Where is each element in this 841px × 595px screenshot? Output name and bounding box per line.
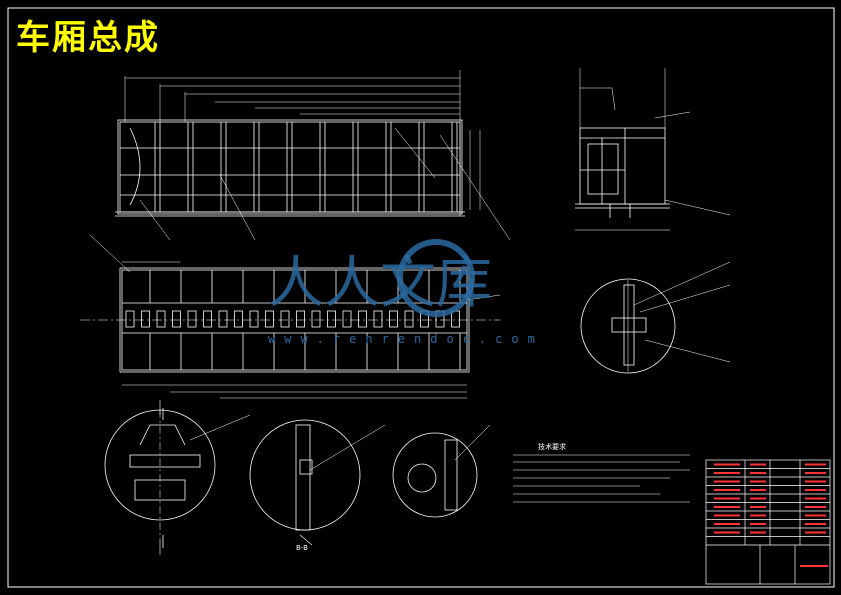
plan-view-bolt — [280, 310, 290, 328]
watermark-url: www.renrendoc.com — [268, 332, 544, 346]
title-block — [705, 459, 831, 585]
plan-view-bolt — [141, 310, 150, 328]
plan-view-bolt — [404, 310, 414, 328]
plan-view-bolt — [234, 310, 243, 328]
side-view-top — [115, 70, 511, 241]
plan-view-bolt — [265, 310, 274, 328]
technical-notes — [513, 454, 690, 503]
plan-view-bolt — [389, 310, 398, 328]
detail-circle-1 — [104, 408, 251, 548]
plan-view-bolt — [156, 310, 166, 328]
plan-view-bolt — [203, 310, 212, 328]
section-label: B-B — [296, 544, 308, 552]
title-block-entries — [714, 463, 828, 567]
plan-view-bolt — [342, 310, 352, 328]
plan-view-bolt — [373, 310, 383, 328]
drawing-title: 车厢总成 — [16, 18, 160, 58]
plan-view-bolt — [249, 310, 259, 328]
plan-view-bolt — [327, 310, 336, 328]
plan-view-bolt — [172, 310, 181, 328]
watermark-logo: 人人文库 — [268, 239, 492, 317]
plan-view-bolt — [311, 310, 321, 328]
drawing-frame — [7, 7, 835, 588]
detail-circle-right — [580, 261, 731, 374]
plan-view-bolt — [187, 310, 197, 328]
notes-title: 技术要求 — [538, 442, 566, 451]
plan-view-bolt — [218, 310, 228, 328]
watermark-text: 人人文库 — [268, 251, 492, 316]
section-markers — [159, 400, 313, 555]
detail-circle-2 — [249, 419, 386, 531]
detail-circle-3 — [392, 424, 491, 518]
plan-view-bolt — [358, 310, 367, 328]
plan-view-bolt — [125, 310, 135, 328]
plan-view-bolt — [296, 310, 305, 328]
end-view — [575, 68, 731, 231]
